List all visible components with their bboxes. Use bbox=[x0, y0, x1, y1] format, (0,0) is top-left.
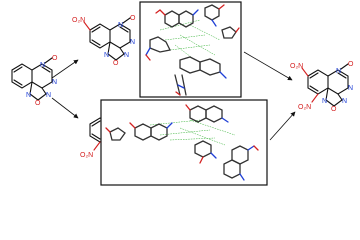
nitro-group-label: O₂N bbox=[298, 104, 311, 111]
reaction-arrow-to-product-upper bbox=[243, 51, 293, 81]
nitrogen-atom-label: N bbox=[130, 39, 135, 46]
n-oxide-oxygen-label: O bbox=[348, 61, 354, 68]
nitrogen-atom-label: N bbox=[104, 52, 109, 59]
mononitro-product-upper-structure: O₂N N N N O N O bbox=[72, 15, 136, 67]
oxygen-atom-label: O bbox=[113, 60, 119, 67]
nitrogen-atom-label: N bbox=[336, 68, 341, 75]
nitro-group-label: O₂N bbox=[72, 17, 85, 24]
nitro-group-label: O₂N bbox=[290, 63, 303, 70]
nitrogen-atom-label: N bbox=[348, 85, 353, 92]
nitrogen-atom-label: N bbox=[46, 92, 51, 99]
oxygen-atom-label: O bbox=[331, 106, 337, 113]
starting-material-structure: N N N O N O bbox=[11, 55, 58, 107]
crystal-packing-panel-upper bbox=[139, 1, 242, 98]
crystal-packing-panel-lower bbox=[100, 99, 268, 186]
nitrogen-atom-label: N bbox=[52, 79, 57, 86]
oxygen-atom-label: O bbox=[35, 100, 41, 107]
reaction-arrow-to-product-lower bbox=[269, 111, 296, 141]
reaction-arrow-upper bbox=[51, 59, 79, 79]
nitro-group-label: O₂N bbox=[80, 152, 93, 159]
dinitro-product-structure: O₂N O₂N N N N O N O bbox=[290, 61, 354, 113]
reaction-arrow-lower bbox=[51, 97, 79, 119]
nitrogen-atom-label: N bbox=[40, 62, 45, 69]
nitrogen-atom-label: N bbox=[118, 22, 123, 29]
scheme-canvas: N N N O N O O₂N N N N O N O bbox=[11, 1, 354, 186]
reaction-scheme: N N N O N O O₂N N N N O N O bbox=[11, 1, 354, 186]
nitrogen-atom-label: N bbox=[342, 98, 347, 105]
nitrogen-atom-label: N bbox=[124, 52, 129, 59]
n-oxide-oxygen-label: O bbox=[130, 15, 136, 22]
nitrogen-atom-label: N bbox=[26, 92, 31, 99]
n-oxide-oxygen-label: O bbox=[52, 55, 58, 62]
nitrogen-atom-label: N bbox=[322, 98, 327, 105]
